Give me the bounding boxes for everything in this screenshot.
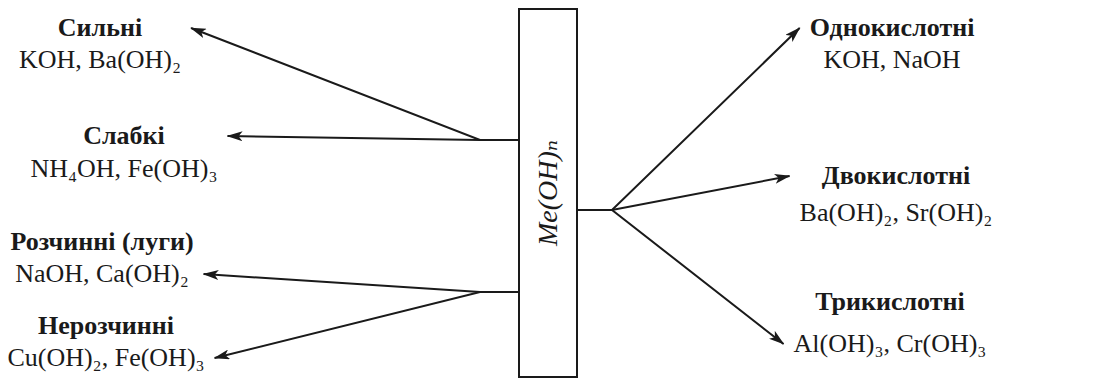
- classification-arrow: [215, 292, 518, 358]
- class-label: ОднокислотніKOH, NaOH: [810, 12, 975, 76]
- class-label: НерозчинніCu(OH)₂, Fe(OH)₃: [7, 310, 204, 374]
- classification-arrow: [578, 28, 800, 210]
- classification-arrow: [578, 210, 784, 344]
- class-label: Розчинні (луги)NaOH, Ca(OH)₂: [10, 226, 193, 290]
- class-label: СлабкіNH₄OH, Fe(OH)₃: [30, 120, 217, 185]
- class-label: ТрикислотніAl(OH)₃, Cr(OH)₃: [794, 286, 987, 360]
- classification-arrow: [578, 176, 790, 210]
- classification-arrow: [228, 136, 518, 140]
- class-heading: Трикислотні: [794, 286, 987, 318]
- class-label: ДвокислотніBa(OH)₂, Sr(OH)₂: [800, 160, 993, 229]
- classification-arrow: [191, 28, 518, 140]
- class-heading: Слабкі: [30, 120, 217, 152]
- example-formulas: KOH, Ba(OH)₂: [19, 44, 181, 76]
- class-heading: Розчинні (луги): [10, 226, 193, 258]
- class-label: СильніKOH, Ba(OH)₂: [19, 12, 181, 76]
- example-formulas: Al(OH)₃, Cr(OH)₃: [794, 328, 987, 360]
- example-formulas: NH₄OH, Fe(OH)₃: [30, 153, 217, 185]
- example-formulas: KOH, NaOH: [810, 44, 975, 76]
- formula-text: Me(OH)ₙ: [532, 140, 564, 246]
- class-heading: Сильні: [19, 12, 181, 44]
- example-formulas: NaOH, Ca(OH)₂: [10, 258, 193, 290]
- example-formulas: Cu(OH)₂, Fe(OH)₃: [7, 342, 204, 374]
- class-heading: Нерозчинні: [7, 310, 204, 342]
- example-formulas: Ba(OH)₂, Sr(OH)₂: [800, 197, 993, 229]
- class-heading: Двокислотні: [800, 160, 993, 192]
- classification-arrow: [204, 274, 518, 292]
- formula-box: Me(OH)ₙ: [518, 8, 578, 378]
- class-heading: Однокислотні: [810, 12, 975, 44]
